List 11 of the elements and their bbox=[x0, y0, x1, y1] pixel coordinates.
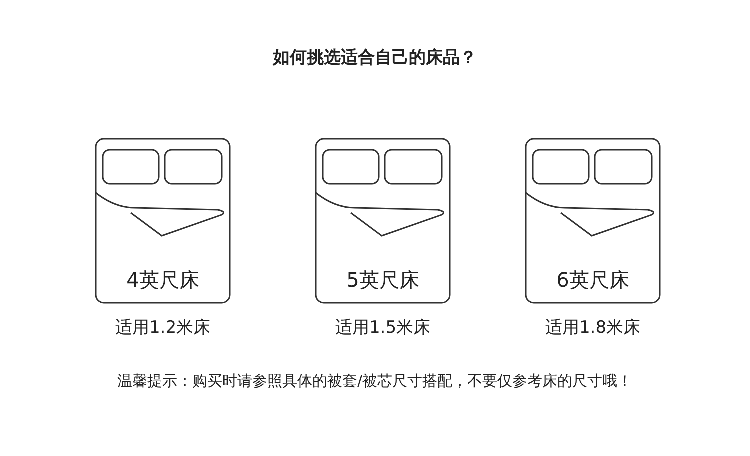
title: 如何挑选适合自己的床品？ bbox=[272, 47, 478, 69]
bed-fit-caption: 适用1.8米床 bbox=[544, 317, 642, 339]
bed-box bbox=[315, 138, 451, 304]
tip-note: 温馨提示：购买时请参照具体的被套/被芯尺寸搭配，不要仅参考床的尺寸哦！ bbox=[116, 372, 634, 391]
bed-size-label: 6英尺床 bbox=[556, 267, 630, 294]
bed-size-label: 5英尺床 bbox=[346, 267, 420, 294]
bed-box bbox=[95, 138, 231, 304]
bed-size-label: 4英尺床 bbox=[126, 267, 200, 294]
bed-box bbox=[525, 138, 661, 304]
bed-fit-caption: 适用1.2米床 bbox=[114, 317, 212, 339]
bed-fit-caption: 适用1.5米床 bbox=[334, 317, 432, 339]
